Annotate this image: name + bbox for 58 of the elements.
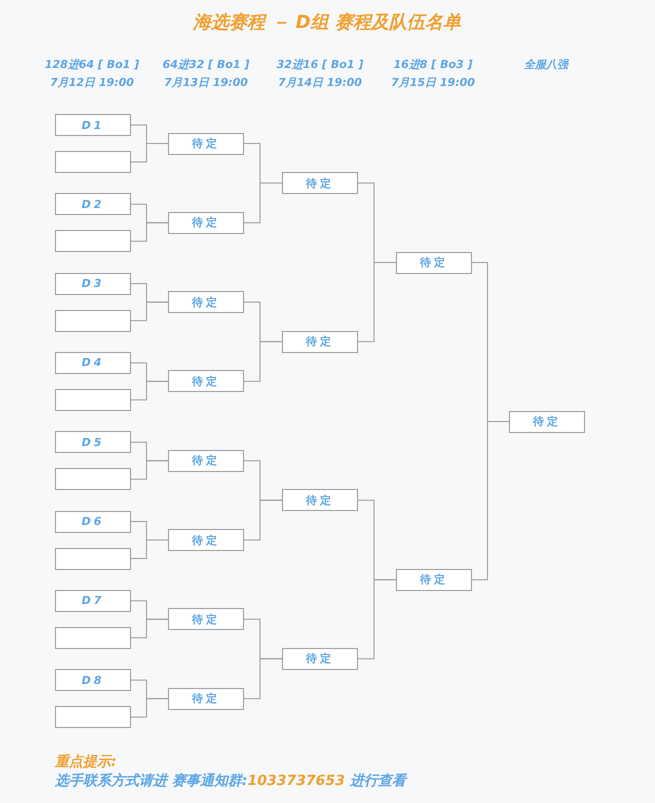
- team-slot: [55, 706, 131, 728]
- match-date: 7月14日 19:00: [278, 75, 362, 90]
- result-slot: 待定: [282, 330, 358, 353]
- result-slot: 待定: [396, 252, 472, 274]
- bracket-line: [244, 182, 282, 224]
- team-slot: [55, 388, 131, 411]
- result-slot: 待定: [168, 450, 244, 472]
- bracket-line: [244, 658, 282, 700]
- team-slot: [55, 548, 131, 570]
- result-slot: 待定: [168, 132, 244, 154]
- bracket-line: [130, 302, 168, 322]
- bracket-line: [472, 421, 510, 580]
- result-slot: 待定: [509, 410, 585, 432]
- team-slot: D5: [55, 431, 131, 454]
- bracket-line: [130, 380, 168, 400]
- round-heading: 64进32 [ Bo1 ]: [162, 57, 250, 72]
- team-slot: D4: [55, 352, 131, 374]
- bracket-line: [358, 262, 396, 342]
- result-slot: 待定: [282, 489, 358, 512]
- result-slot: 待定: [282, 172, 358, 194]
- match-date: 7月15日 19:00: [391, 75, 475, 90]
- result-slot: 待定: [168, 608, 244, 630]
- bracket-line: [130, 618, 168, 638]
- note-heading: 重点提示:: [55, 753, 117, 771]
- round-heading: 全服八强: [524, 57, 568, 72]
- round-heading: 32进16 [ Bo1 ]: [276, 57, 364, 72]
- match-date: 7月12日 19:00: [50, 75, 134, 90]
- result-slot: 待定: [168, 529, 244, 551]
- team-slot: [55, 230, 131, 252]
- match-date: 7月13日 19:00: [164, 75, 248, 90]
- bracket-line: [130, 143, 168, 162]
- team-slot: [55, 626, 131, 649]
- bracket-line: [244, 500, 282, 540]
- result-slot: 待定: [396, 568, 472, 591]
- title: 海选赛程 － D组 赛程及队伍名单: [193, 11, 461, 34]
- team-slot: D8: [55, 669, 131, 692]
- team-slot: D7: [55, 590, 131, 612]
- team-slot: D2: [55, 193, 131, 216]
- team-slot: D3: [55, 272, 131, 295]
- team-slot: [55, 468, 131, 490]
- result-slot: 待定: [168, 370, 244, 392]
- result-slot: 待定: [168, 212, 244, 234]
- bracket-line: [130, 540, 168, 559]
- round-heading: 128进64 [ Bo1 ]: [44, 57, 140, 72]
- result-slot: 待定: [282, 648, 358, 670]
- team-slot: D1: [55, 114, 131, 136]
- bracket-line: [244, 341, 282, 382]
- team-slot: [55, 310, 131, 332]
- note-text: 选手联系方式请进 赛事通知群:1033737653 进行查看: [55, 772, 406, 790]
- team-slot: [55, 151, 131, 173]
- bracket-line: [130, 222, 168, 242]
- team-slot: D6: [55, 510, 131, 532]
- result-slot: 待定: [168, 291, 244, 314]
- bracket-line: [130, 698, 168, 718]
- bracket-line: [358, 579, 396, 660]
- round-heading: 16进8 [ Bo3 ]: [393, 57, 473, 72]
- bracket-line: [130, 460, 168, 480]
- result-slot: 待定: [168, 688, 244, 710]
